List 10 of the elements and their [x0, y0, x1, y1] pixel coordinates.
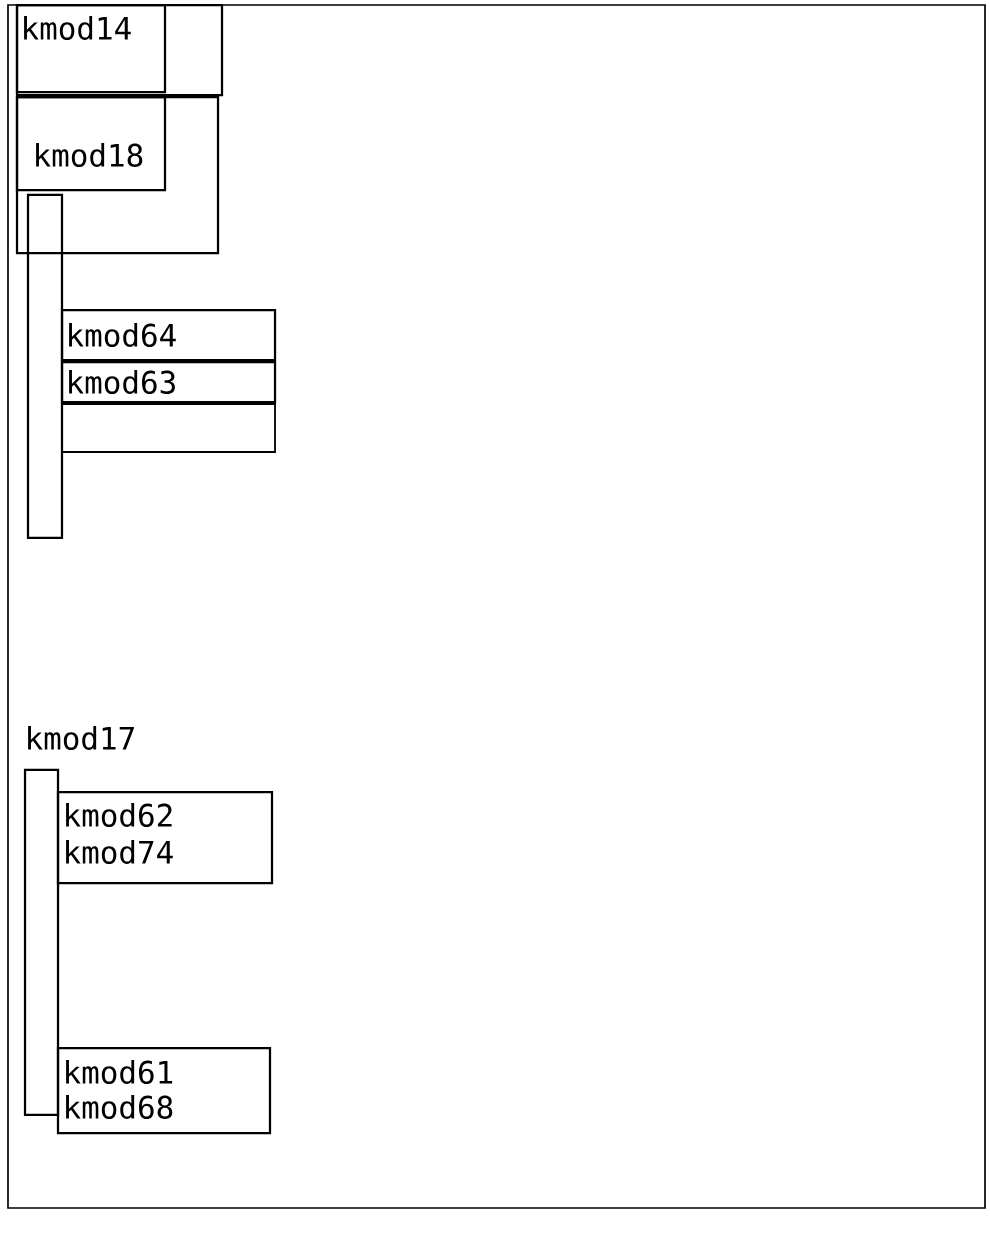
bar	[26, 193, 64, 540]
module-box: kmod64	[60, 308, 277, 362]
module-label: kmod17	[28, 726, 134, 750]
empty-box	[61, 403, 276, 453]
module-box: kmod14	[15, 3, 224, 97]
bar	[23, 768, 60, 1117]
module-box: kmod62 kmod74	[56, 790, 274, 885]
module-box: kmod63	[60, 360, 277, 404]
module-box: kmod61 kmod68	[56, 1046, 272, 1135]
module-box: kmod18	[15, 95, 220, 255]
